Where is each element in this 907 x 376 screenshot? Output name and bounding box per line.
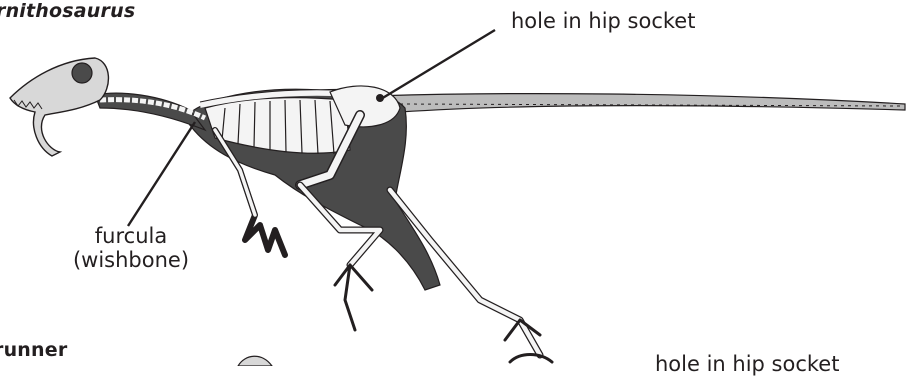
- label-furcula-line2: (wishbone): [66, 248, 196, 272]
- label-hip-socket-bottom: hole in hip socket: [655, 352, 839, 376]
- species-title-bottom: runner: [0, 339, 67, 361]
- bottom-skull-fragment: [238, 356, 272, 366]
- label-furcula-line1: furcula: [66, 224, 196, 248]
- furcula-leader-line: [128, 122, 195, 226]
- label-hip-socket: hole in hip socket: [511, 9, 695, 33]
- skull: [10, 58, 108, 156]
- skeleton-illustration: [0, 0, 907, 366]
- label-furcula: furcula (wishbone): [66, 224, 196, 272]
- back-leg-bone: [390, 190, 540, 355]
- foot-front: [335, 265, 372, 330]
- tail: [372, 94, 905, 112]
- eye-socket: [72, 63, 92, 83]
- hip-leader-line: [381, 30, 495, 99]
